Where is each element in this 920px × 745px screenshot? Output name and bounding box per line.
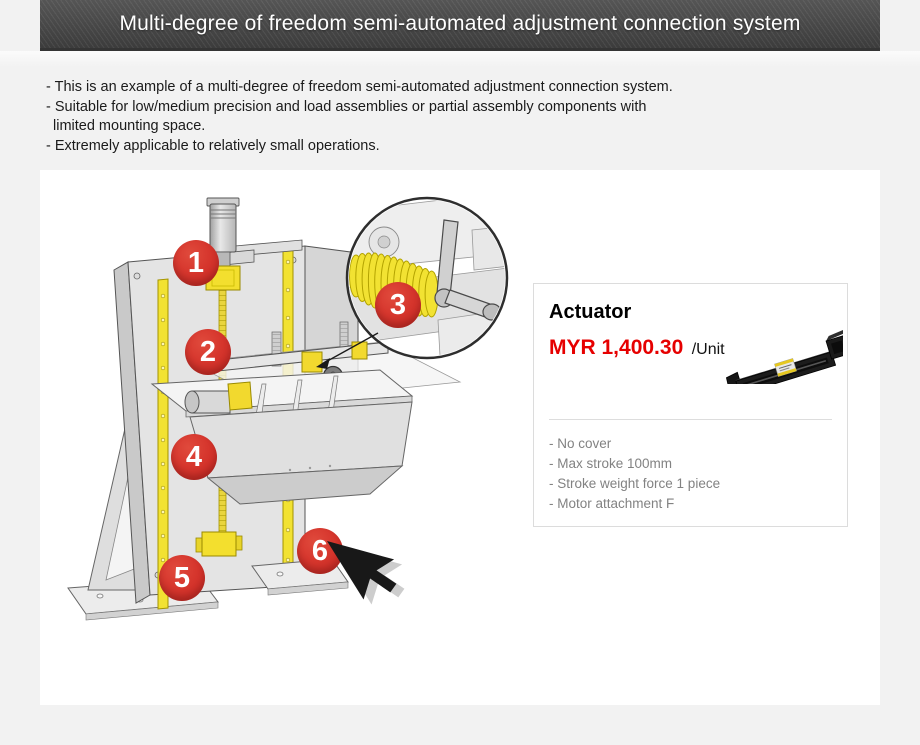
description-block: - This is an example of a multi-degree o… [46, 78, 856, 156]
description-line: - This is an example of a multi-degree o… [46, 79, 673, 95]
hotspot-badge-5[interactable]: 5 [159, 555, 205, 601]
price-unit-label: /Unit [691, 341, 725, 358]
crank-handle [434, 219, 502, 321]
description-line: limited mounting space. [53, 118, 206, 134]
product-title: Actuator [549, 301, 632, 323]
description-line: - Suitable for low/medium precision and … [46, 98, 647, 115]
spec-line: - Max stroke 100mm [549, 456, 673, 471]
card-divider [549, 419, 832, 420]
spec-line: - No cover [549, 436, 612, 451]
hotspot-badge-4[interactable]: 4 [171, 434, 217, 480]
spec-line: - Motor attachment F [549, 496, 675, 511]
product-card[interactable]: Actuator MYR 1,400.30 /Unit [533, 283, 848, 527]
nut-block [195, 531, 243, 557]
product-price-row: MYR 1,400.30 /Unit [549, 336, 725, 360]
actuator-product-image [725, 328, 843, 384]
spec-line: - Stroke weight force 1 piece [549, 476, 721, 491]
motor [191, 197, 303, 291]
header-reflection [0, 51, 920, 67]
content-panel: 1 2 3 4 5 6 Actuator MYR 1,400.30 /Unit [40, 170, 880, 705]
hotspot-badge-2[interactable]: 2 [185, 329, 231, 375]
hotspot-badge-1[interactable]: 1 [173, 240, 219, 286]
cursor-icon [327, 541, 405, 605]
hotspot-badge-3[interactable]: 3 [375, 282, 421, 328]
description-line: - Extremely applicable to relatively sma… [46, 137, 380, 154]
page-title: Multi-degree of freedom semi-automated a… [119, 12, 801, 35]
header-bar: Multi-degree of freedom semi-automated a… [40, 0, 880, 51]
worktable [150, 321, 462, 505]
product-price: MYR 1,400.30 [549, 336, 684, 359]
machine-illustration [67, 196, 509, 621]
product-specs: - No cover - Max stroke 100mm - Stroke w… [549, 434, 720, 514]
leader-line [316, 332, 379, 369]
linear-rail-left [157, 278, 169, 610]
